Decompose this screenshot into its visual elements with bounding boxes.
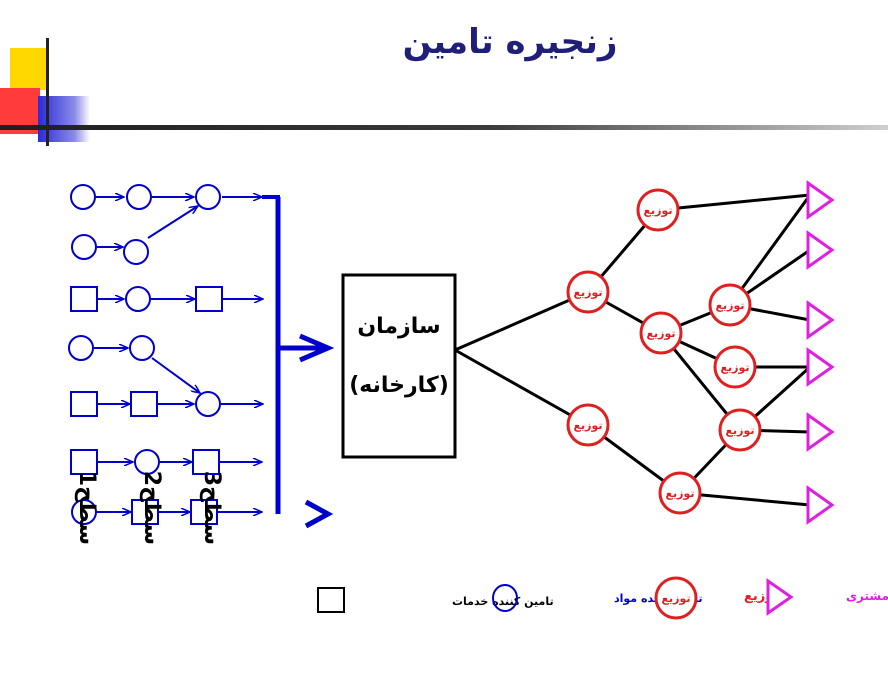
distribution-node: توزیع — [566, 403, 610, 447]
supplier-row-2 — [71, 206, 198, 265]
service-supplier-node — [130, 391, 158, 417]
supplier-row-6 — [70, 449, 262, 475]
small-arrow-head — [304, 499, 334, 529]
material-supplier-node — [195, 391, 221, 417]
distribution-node-label: توزیع — [725, 424, 754, 437]
organization-label: سازمان — [357, 314, 440, 339]
supplier-network — [68, 184, 263, 525]
material-supplier-node — [68, 335, 94, 361]
material-supplier-node — [123, 239, 149, 265]
material-supplier-node — [71, 499, 97, 525]
distribution-node-label: توزیع — [573, 286, 602, 299]
legend-customer-label: مشتری — [846, 589, 888, 603]
legend: تامین کننده خدمات تامین کننده مواد توزیع… — [317, 576, 888, 620]
distribution-node-label: توزیع — [573, 419, 602, 432]
distribution-links — [454, 193, 812, 507]
supplier-row-5 — [70, 391, 263, 417]
material-supplier-node — [129, 335, 155, 361]
distribution-node: توزیع — [639, 311, 683, 355]
legend-service-label: تامین کننده خدمات — [452, 595, 554, 608]
supplier-row-1 — [70, 184, 262, 210]
page-title: زنجیره تامین — [402, 22, 618, 62]
collector — [262, 195, 335, 529]
customer-node — [806, 300, 835, 340]
legend-distribution-symbol — [654, 576, 698, 620]
customers — [806, 180, 835, 525]
distribution-node: توزیع — [658, 471, 702, 515]
supplier-row-7 — [71, 499, 262, 525]
customer-node — [806, 180, 835, 220]
material-supplier-node — [126, 184, 152, 210]
tier-label-1: سطح1 — [74, 471, 99, 545]
tier-label-2: سطح2 — [139, 471, 164, 545]
tier-labels: سطح1 سطح2 سطح3 — [74, 471, 224, 545]
material-supplier-node — [125, 286, 151, 312]
customer-node — [806, 347, 835, 387]
customer-node — [806, 230, 835, 270]
deco-yellow-block — [10, 48, 48, 90]
supplier-row-4 — [68, 335, 200, 393]
legend-service-symbol — [317, 587, 345, 613]
material-supplier-node — [70, 184, 96, 210]
distribution-node: توزیع — [636, 188, 680, 232]
customer-node — [806, 485, 835, 525]
distribution-nodes: توزیع توزیع توزیع توزیع توزیع توزیع توزیع توزیع — [566, 188, 762, 515]
supplier-row-3 — [70, 286, 263, 312]
service-supplier-node — [70, 286, 98, 312]
distribution-node-label: توزیع — [646, 327, 675, 340]
deco-vertical-line — [46, 38, 49, 146]
tier-label-3: سطح3 — [199, 471, 224, 545]
legend-material-symbol — [492, 584, 518, 612]
service-supplier-node — [70, 391, 98, 417]
customer-node — [806, 412, 835, 452]
distribution-node-label: توزیع — [643, 204, 672, 217]
organization-box: سازمان (کارخانه) — [341, 273, 457, 459]
service-supplier-node — [195, 286, 223, 312]
distribution-node-label: توزیع — [715, 299, 744, 312]
legend-customer-symbol — [766, 578, 794, 616]
distribution-node-label: توزیع — [665, 487, 694, 500]
organization-sublabel: (کارخانه) — [349, 373, 449, 398]
distribution-node-label: توزیع — [720, 361, 749, 374]
legend-distribution-node-label: توزیع — [661, 592, 690, 605]
material-supplier-node — [195, 184, 221, 210]
distribution-node: توزیع — [718, 408, 762, 452]
material-supplier-node — [134, 449, 160, 475]
title-underline — [0, 125, 888, 130]
distribution-node: توزیع — [566, 270, 610, 314]
distribution-node: توزیع — [708, 283, 752, 327]
distribution-node: توزیع — [713, 345, 757, 389]
main-arrow-head — [299, 333, 335, 363]
material-supplier-node — [71, 234, 97, 260]
